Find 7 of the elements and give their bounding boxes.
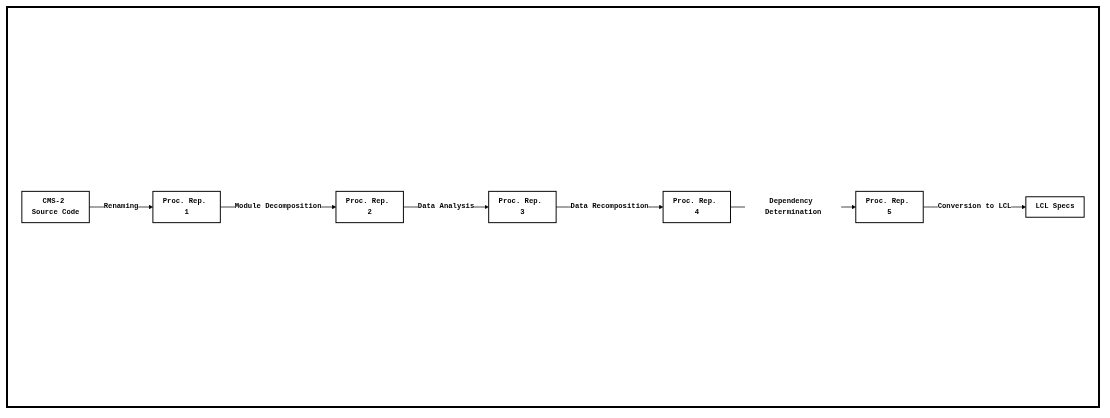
node-box <box>488 190 557 224</box>
node-box <box>855 190 924 224</box>
node-box <box>21 190 90 224</box>
node-box <box>152 190 221 224</box>
node-box <box>335 190 404 224</box>
node-box <box>1025 196 1085 218</box>
node-box <box>662 190 731 224</box>
